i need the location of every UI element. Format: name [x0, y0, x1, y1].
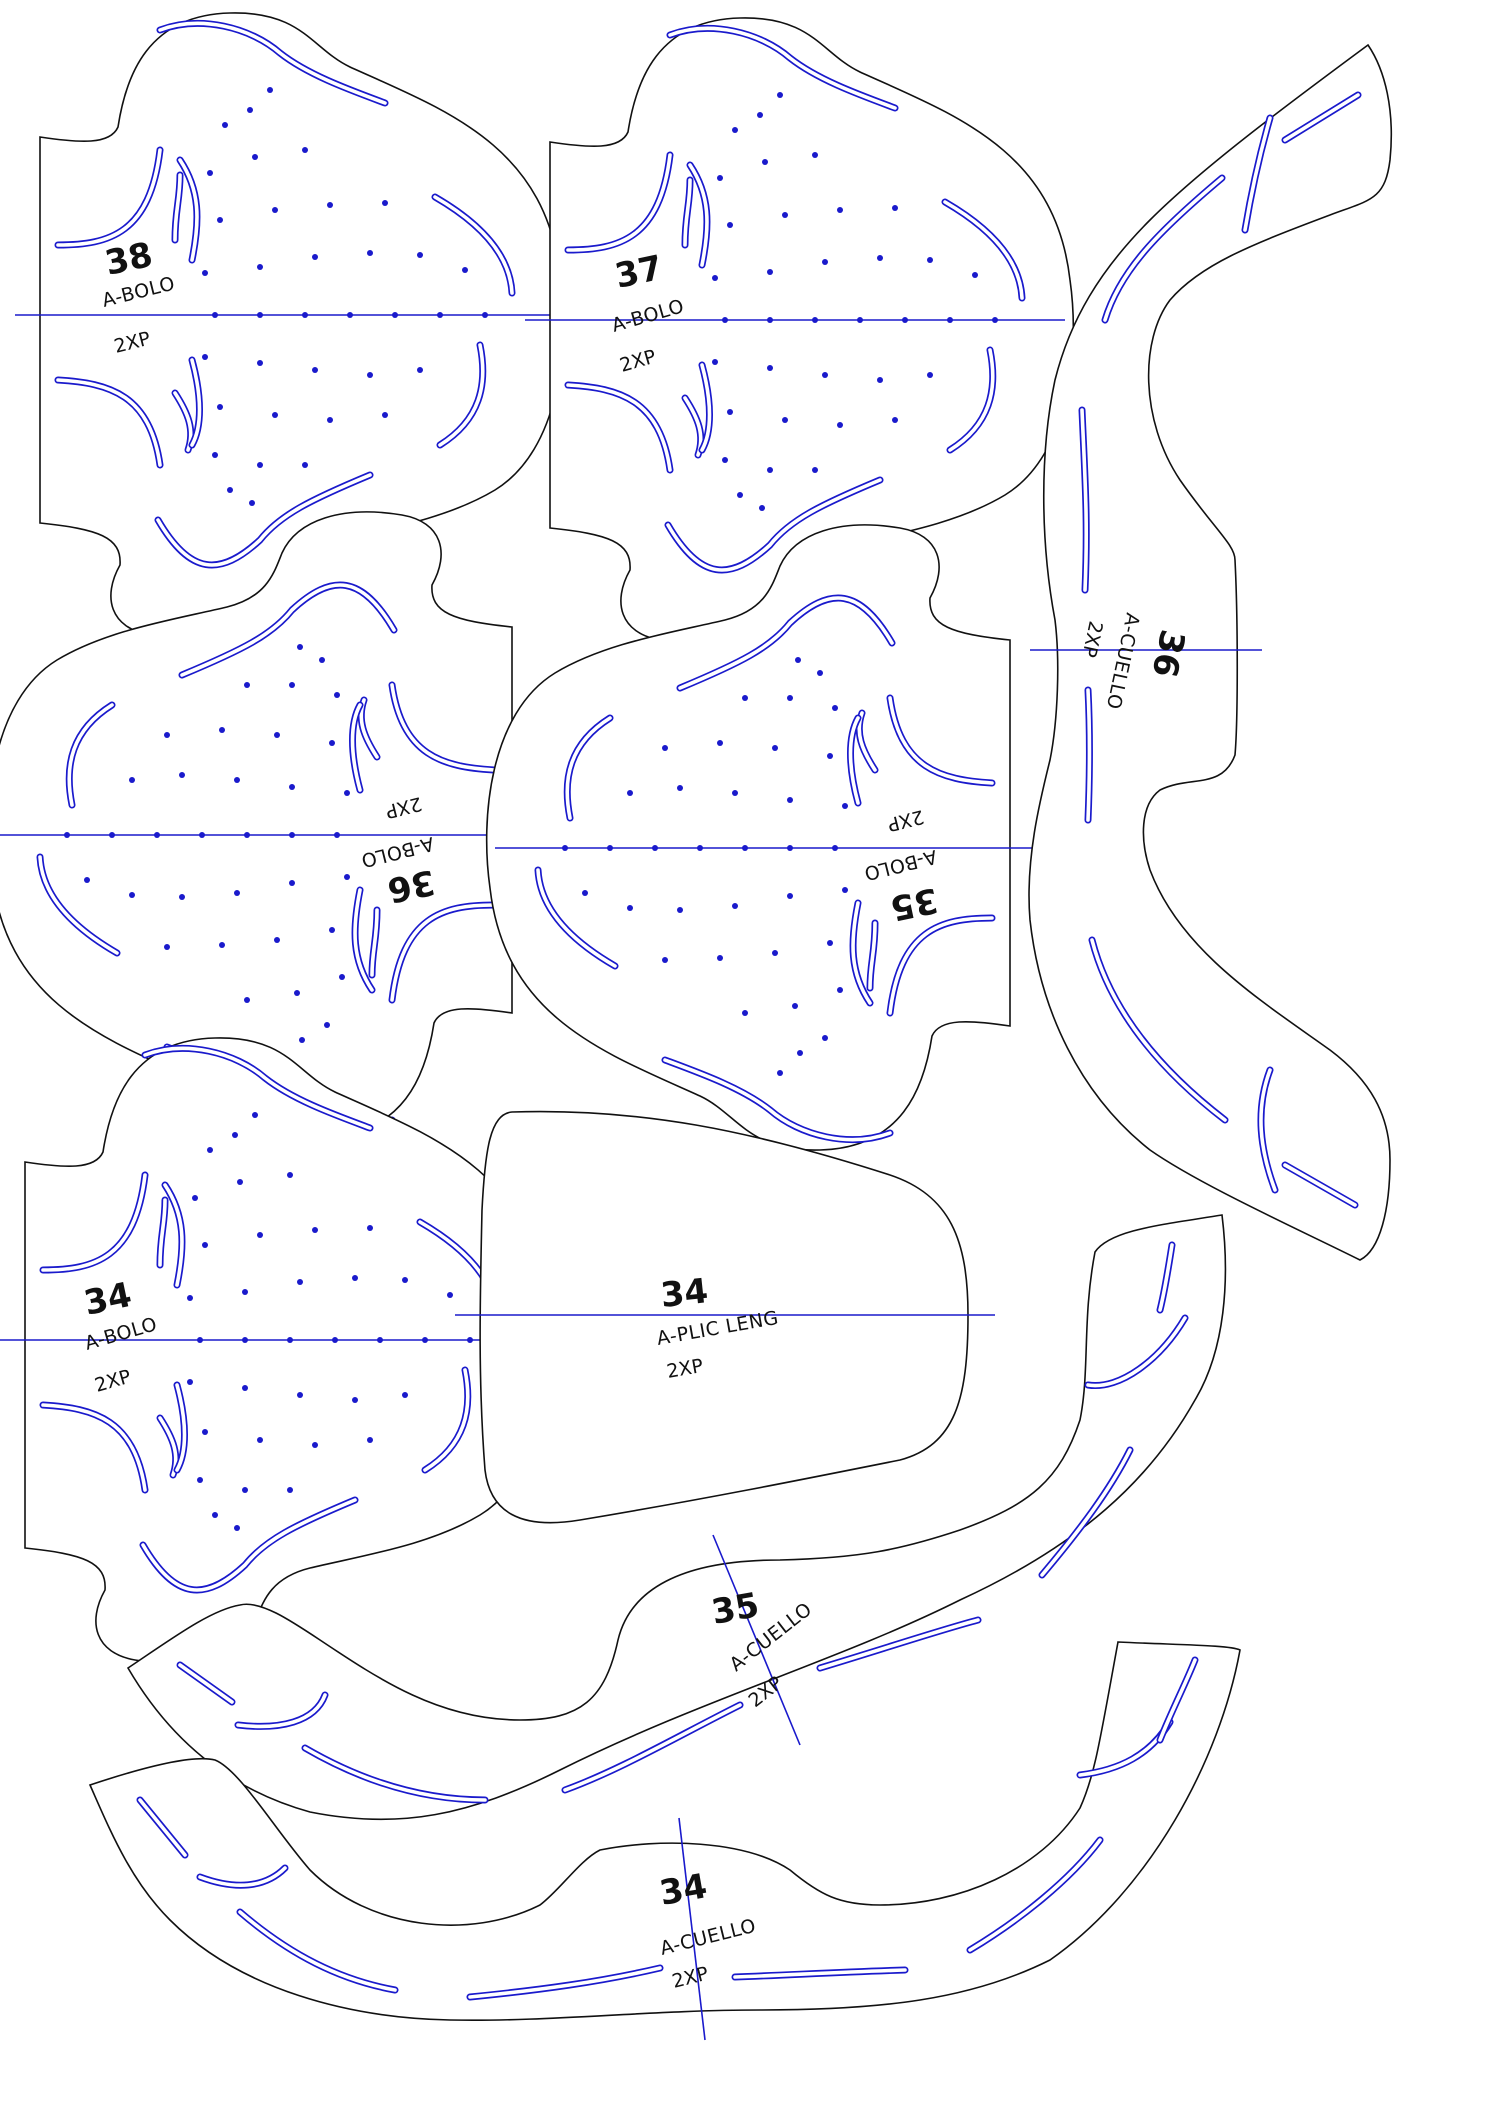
piece-34-cuello: 34 A-CUELLO 2XP [88, 1641, 1241, 2041]
piece-34b-number: 34 [81, 1275, 136, 1324]
piece-34-plic-leng: 34 A-PLIC LENG 2XP [455, 1110, 995, 1524]
piece-38-number: 38 [102, 235, 157, 284]
piece-36b-number: 36 [384, 861, 439, 910]
piece-36-cuello: 36 A-CUELLO 2XP [1028, 43, 1393, 1261]
piece-37-bolo: 37 A-BOLO 2XP [525, 18, 1073, 643]
piece-36c-number: 36 [1143, 626, 1192, 681]
piece-38-bolo: 38 A-BOLO 2XP [15, 13, 563, 638]
piece-34c-number: 34 [657, 1866, 711, 1914]
piece-35b-number: 35 [887, 879, 942, 928]
piece-36-bolo: 36 A-BOLO 2XP [0, 512, 537, 1137]
piece-35c-number: 35 [709, 1585, 763, 1633]
piece-35-bolo: 35 A-BOLO 2XP [487, 525, 1035, 1150]
piece-34-bolo: 34 A-BOLO 2XP [0, 1038, 548, 1663]
piece-37-number: 37 [612, 248, 667, 297]
piece-34p-number: 34 [659, 1271, 710, 1316]
piece-35-cuello: 35 A-CUELLO 2XP [126, 1214, 1227, 1821]
